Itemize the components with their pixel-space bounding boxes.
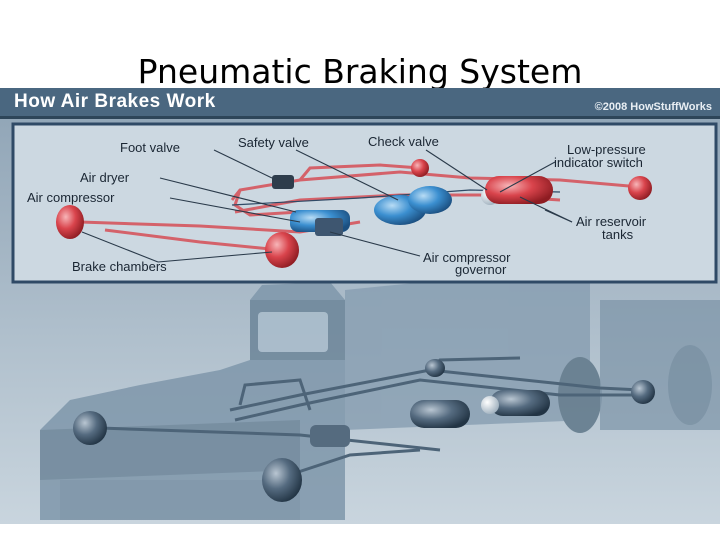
lower-chamber-front-right xyxy=(262,458,302,502)
label-check-valve: Check valve xyxy=(368,134,439,149)
label-brake-chambers: Brake chambers xyxy=(72,259,167,274)
label-low-pressure-1: Low-pressure xyxy=(567,142,646,157)
lower-tank-2 xyxy=(490,390,550,416)
lower-chamber-front-left xyxy=(73,411,107,445)
brake-chamber-rear-1 xyxy=(411,159,429,177)
label-air-reservoir-2: tanks xyxy=(602,227,634,242)
banner-title: How Air Brakes Work xyxy=(14,91,216,112)
leader-lines xyxy=(81,149,573,263)
label-governor-1: Air compressor xyxy=(423,250,511,265)
lower-valve xyxy=(481,396,499,414)
slide-title: Pneumatic Braking System xyxy=(137,52,583,91)
brake-chamber-front-right xyxy=(265,232,299,268)
label-air-dryer: Air dryer xyxy=(80,170,130,185)
label-air-reservoir-1: Air reservoir xyxy=(576,214,647,229)
label-safety-valve: Safety valve xyxy=(238,135,309,150)
air-brake-figure xyxy=(0,88,720,524)
credit-text: ©2008 HowStuffWorks xyxy=(594,101,712,113)
label-governor-2: governor xyxy=(455,262,507,277)
safety-valve-tank xyxy=(408,186,452,214)
brake-chamber-front-left xyxy=(56,205,84,239)
foot-valve-body xyxy=(272,175,294,189)
lower-chamber-rear-1 xyxy=(425,359,445,377)
brake-chamber-rear-2 xyxy=(628,176,652,200)
label-low-pressure-2: indicator switch xyxy=(554,155,643,170)
lower-tank xyxy=(410,400,470,428)
air-reservoir-tank xyxy=(485,176,553,204)
banner-bar xyxy=(0,88,720,118)
governor-block xyxy=(315,218,343,236)
lower-chamber-rear-2 xyxy=(631,380,655,404)
label-air-compressor: Air compressor xyxy=(27,190,115,205)
inset-panel xyxy=(11,122,718,284)
label-foot-valve: Foot valve xyxy=(120,140,180,155)
